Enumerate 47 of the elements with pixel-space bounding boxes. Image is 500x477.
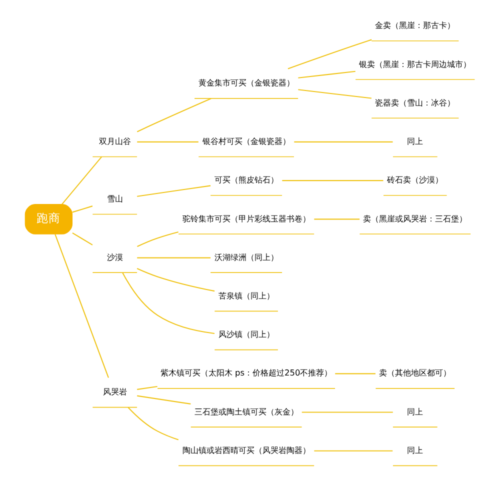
connector (136, 268, 215, 292)
connector (314, 450, 393, 452)
node-text: 卖（黑崖或风哭岩：三石堡） (363, 213, 468, 224)
node-text: 卖（其他地区都可） (379, 368, 452, 378)
node-text: 三石堡或陶土镇可买（灰金） (194, 406, 298, 416)
node-text: 银谷村可买（金银瓷器） (202, 136, 290, 146)
node-text: 沃湖绿洲（同上） (214, 252, 278, 262)
node-box: 跑商 (24, 204, 73, 234)
node-text: 砖石卖（沙漠） (387, 174, 444, 185)
node-text: 风沙镇（同上） (218, 329, 274, 340)
connector (137, 185, 211, 197)
node-text: 金卖（黑崖：那古卡） (375, 20, 456, 30)
node-text: 苦泉镇（同上） (218, 290, 274, 300)
connector (288, 39, 372, 70)
node-text: 银卖（黑崖：那古卡周边城市） (359, 58, 472, 69)
node-text: 陶山镇或岩西晴可买（风哭岩陶器） (182, 444, 310, 455)
connector (137, 395, 191, 404)
node-text: 雪山 (106, 194, 123, 204)
node-text: 同上 (407, 406, 424, 416)
connector (282, 180, 384, 182)
connector (137, 141, 198, 142)
connector (72, 206, 93, 213)
connector (137, 386, 158, 390)
connector (298, 70, 356, 78)
connector (294, 141, 393, 142)
connector (298, 89, 372, 99)
node-text: 黄金集市可买（金银瓷器） (198, 78, 294, 88)
connector (137, 257, 211, 258)
node-text: 同上 (407, 444, 424, 455)
connector (72, 232, 93, 246)
connector (128, 407, 179, 440)
node-text: 驼铃集市可买（甲片彩线玉器书卷） (182, 213, 310, 224)
connector (314, 218, 360, 220)
node-text: 风哭岩 (102, 386, 127, 397)
node-text: 同上 (407, 136, 424, 146)
connector (137, 231, 178, 247)
connector (335, 373, 376, 374)
node-text: 可买（熊皮钻石） (214, 174, 278, 185)
node-text: 双月山谷 (98, 136, 131, 146)
node-text: 沙漠 (106, 252, 123, 262)
connector (136, 98, 212, 132)
node-text: 瓷器卖（雪山：冰谷） (375, 97, 456, 108)
connector (302, 412, 393, 413)
connector (122, 272, 215, 334)
connector (62, 156, 102, 205)
connector (54, 234, 109, 378)
node-text: 紫木镇可买（太阳木 ps：价格超过250不推荐） (160, 368, 332, 378)
